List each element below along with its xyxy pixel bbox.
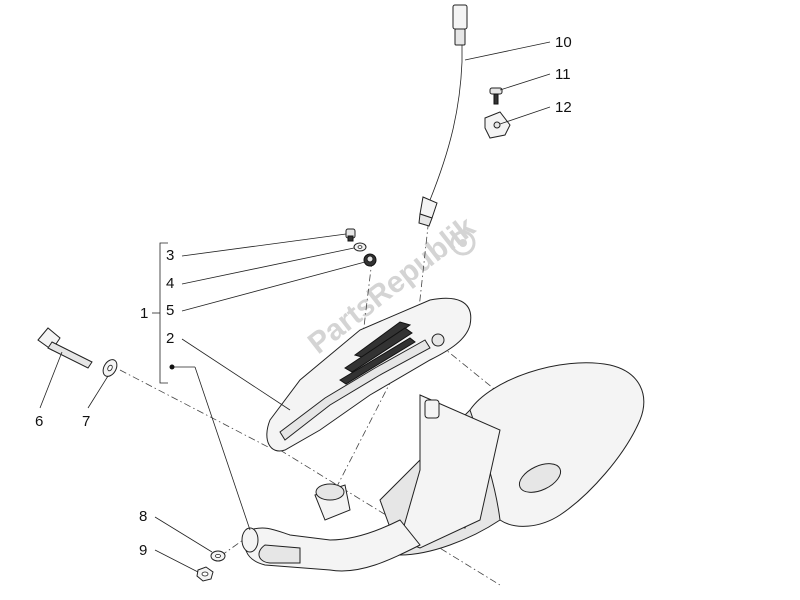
washer-8 xyxy=(210,550,226,562)
washer-4 xyxy=(353,242,367,252)
watermark-gear-icon xyxy=(450,230,476,256)
callout-3: 3 xyxy=(166,247,174,264)
bolt-6 xyxy=(37,327,93,369)
callout-4: 4 xyxy=(166,275,174,292)
callout-2: 2 xyxy=(166,330,174,347)
clip-12 xyxy=(484,111,511,139)
callout-9: 9 xyxy=(139,542,147,559)
callout-7: 7 xyxy=(82,413,90,430)
callout-1: 1 xyxy=(140,305,148,322)
screw-11 xyxy=(489,87,503,105)
callout-5: 5 xyxy=(166,302,174,319)
silencer xyxy=(379,362,645,556)
heat-shield xyxy=(266,297,472,452)
lambda-sensor xyxy=(418,4,468,227)
callout-10: 10 xyxy=(555,34,572,51)
callout-8: 8 xyxy=(139,508,147,525)
exhaust-pipe xyxy=(241,483,421,572)
leader-lines xyxy=(39,41,551,573)
screw-3 xyxy=(345,228,356,242)
washer-7 xyxy=(102,359,118,377)
callout-11: 11 xyxy=(555,66,571,83)
bracket-tab xyxy=(424,399,440,419)
callout-6: 6 xyxy=(35,413,43,430)
silencer-outlet xyxy=(518,463,562,493)
grommet-5 xyxy=(363,253,377,267)
nut-9 xyxy=(196,566,214,582)
callout-12: 12 xyxy=(555,99,572,116)
